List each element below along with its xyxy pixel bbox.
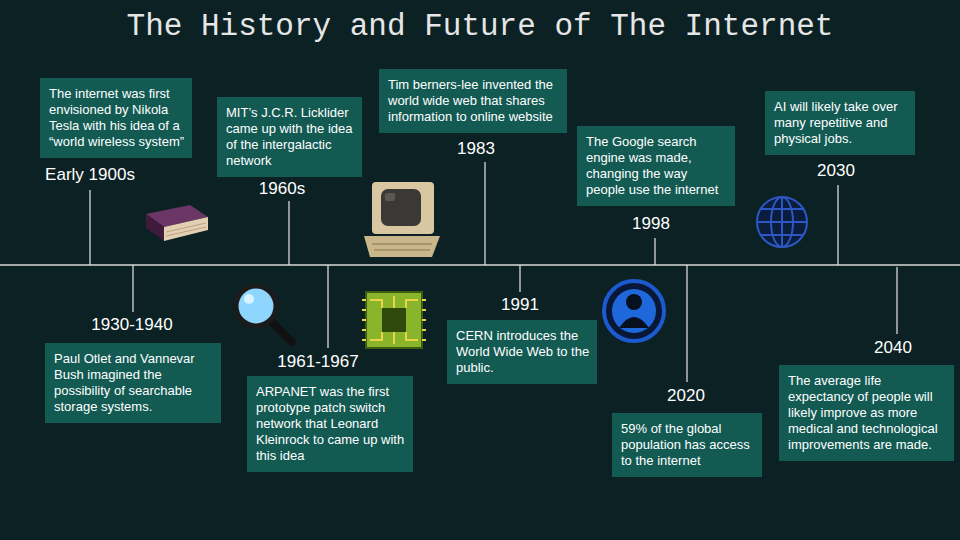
event-box: Early 1900sThe internet was first envisi…	[40, 78, 192, 158]
event-box: 1998The Google search engine was made, c…	[577, 126, 735, 206]
event-text: MIT’s J.C.R. Licklider came up with the …	[226, 105, 355, 169]
computer-icon	[374, 249, 430, 251]
event-box: 2030AI will likely take over many repeti…	[765, 91, 915, 155]
book-icon	[146, 214, 164, 241]
event-box: 2040The average life expectancy of peopl…	[779, 365, 954, 461]
globe-icon	[761, 234, 803, 236]
tick-line	[686, 265, 687, 382]
date-label: 2030	[817, 161, 855, 181]
event-box: 1983Tim berners-lee invented the world w…	[379, 69, 567, 133]
chip-icon	[370, 296, 418, 344]
tick-line	[132, 265, 133, 312]
tick-line	[654, 238, 655, 265]
user-icon	[612, 289, 656, 333]
magnifier-icon	[236, 286, 292, 342]
chip-icon	[362, 292, 426, 348]
magnifier-icon	[236, 286, 276, 326]
computer-icon	[364, 182, 440, 257]
globe-icon	[761, 208, 803, 210]
event-text: The Google search engine was made, chang…	[586, 134, 728, 198]
date-label: 1991	[501, 295, 539, 315]
computer-icon	[372, 243, 432, 245]
book-icon	[166, 227, 206, 236]
tick-line	[837, 185, 838, 265]
tick-line	[519, 265, 520, 292]
event-text: AI will likely take over many repetitive…	[774, 99, 908, 147]
date-label: 2040	[874, 338, 912, 358]
magnifier-icon	[244, 294, 254, 304]
date-label: 1930-1940	[91, 315, 172, 335]
event-box: 1930-1940Paul Otlet and Vannevar Bush im…	[45, 343, 221, 423]
tick-line	[484, 162, 485, 265]
chip-icon	[366, 292, 422, 348]
user-icon	[604, 281, 664, 341]
date-label: 2020	[667, 386, 705, 406]
event-text: Paul Otlet and Vannevar Bush imagined th…	[54, 351, 214, 415]
event-box: 202059% of the global population has acc…	[612, 413, 762, 477]
user-icon	[626, 294, 642, 310]
magnifier-icon	[271, 321, 292, 342]
title: The History and Future of The Internet	[0, 9, 960, 45]
tick-line	[327, 265, 328, 348]
chip-icon	[362, 300, 426, 340]
timeline-axis	[0, 264, 960, 266]
event-text: The internet was first envisioned by Nik…	[49, 86, 185, 150]
date-label: 1998	[632, 214, 670, 234]
event-box: 1991CERN introduces the World Wide Web t…	[447, 320, 597, 384]
event-text: 59% of the global population has access …	[621, 421, 755, 469]
book-icon	[164, 217, 208, 241]
user-icon	[604, 281, 664, 341]
computer-icon	[372, 182, 434, 234]
computer-icon	[364, 236, 440, 257]
globe-icon	[757, 197, 807, 247]
event-text: CERN introduces the World Wide Web to th…	[456, 328, 590, 376]
globe-icon	[757, 221, 807, 223]
event-box: 1960sMIT’s J.C.R. Licklider came up with…	[217, 97, 362, 177]
book-icon	[146, 205, 208, 241]
globe-icon	[757, 197, 807, 247]
date-label: 1961-1967	[277, 352, 358, 372]
event-text: ARPANET was the first prototype patch sw…	[256, 384, 406, 464]
date-label: 1960s	[259, 179, 305, 199]
event-box: 1961-1967ARPANET was the first prototype…	[247, 376, 413, 472]
tick-line	[89, 190, 90, 265]
timeline-axis	[0, 265, 960, 266]
computer-icon	[385, 193, 395, 201]
tick-line	[896, 267, 897, 334]
date-label: Early 1900s	[45, 165, 135, 185]
chip-icon	[382, 308, 406, 332]
tick-line	[288, 201, 289, 265]
date-label: 1983	[457, 139, 495, 159]
book-icon	[166, 223, 206, 232]
computer-icon	[381, 189, 421, 226]
event-text: Tim berners-lee invented the world wide …	[388, 77, 560, 125]
user-icon	[619, 317, 649, 328]
event-text: The average life expectancy of people wi…	[788, 373, 947, 453]
